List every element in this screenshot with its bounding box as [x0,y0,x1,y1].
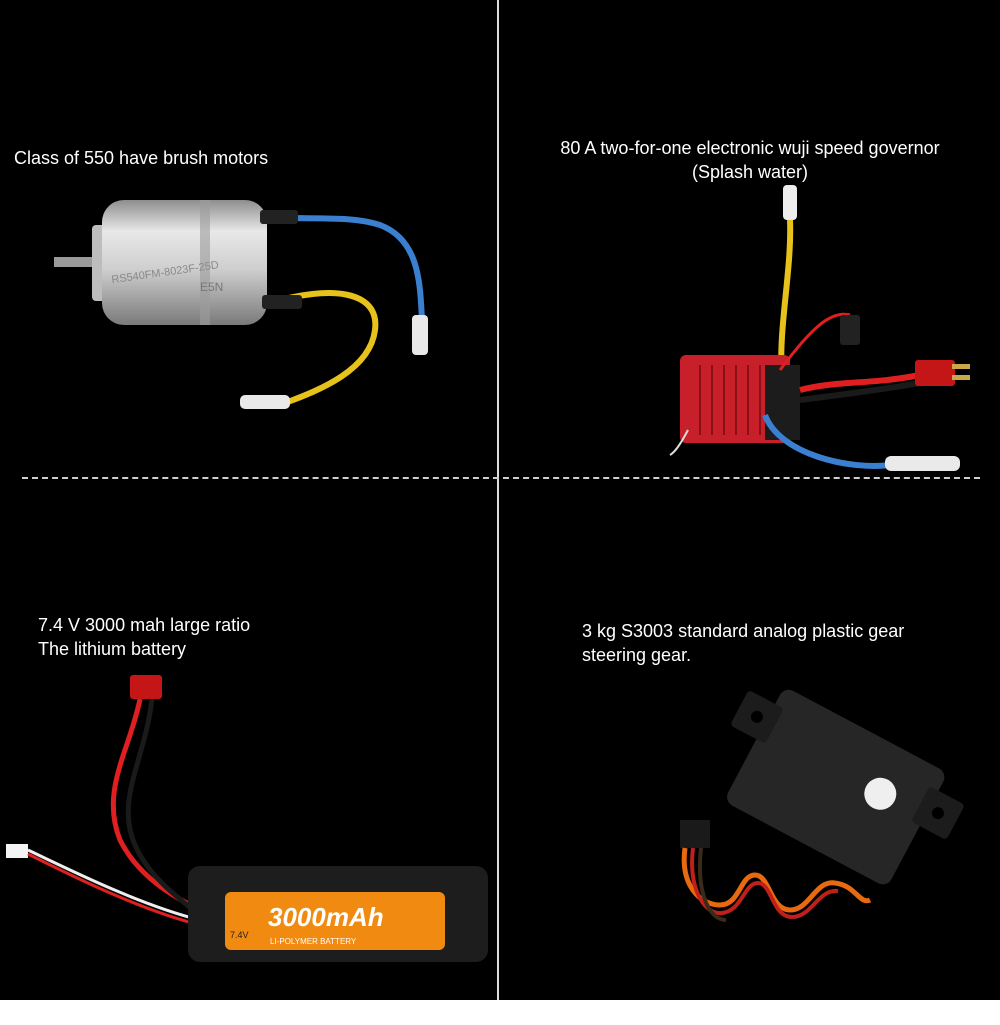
vertical-divider [497,0,499,1000]
esc-caption: 80 A two-for-one electronic wuji speed g… [520,136,980,184]
steering-servo-image [680,689,964,922]
speed-governor-image [669,185,970,471]
horizontal-divider [22,477,980,479]
page-margin [0,1000,1000,1025]
servo-caption-line1: 3 kg S3003 standard analog plastic gear [582,621,905,641]
battery-type: LI-POLYMER BATTERY [270,937,357,946]
battery-caption-line1: 7.4 V 3000 mah large ratio [38,615,251,635]
esc-caption-line1: 80 A two-for-one electronic wuji speed g… [560,138,940,158]
servo-caption-line2: steering gear. [582,645,692,665]
servo-caption: 3 kg S3003 standard analog plastic gear … [582,619,904,667]
battery-caption-line2: The lithium battery [38,639,187,659]
battery-capacity: 3000mAh [268,902,384,932]
esc-caption-line2: (Splash water) [691,162,809,182]
motor-mark: E5N [200,280,223,294]
battery-voltage: 7.4V [230,930,249,940]
motor-caption: Class of 550 have brush motors [14,146,268,170]
motor-caption-text: Class of 550 have brush motors [14,148,269,168]
brush-motor-image: RS540FM-8023F-25D E5N [54,200,428,409]
battery-caption: 7.4 V 3000 mah large ratio The lithium b… [38,613,250,661]
lithium-battery-image: 3000mAh 7.4V LI-POLYMER BATTERY [6,675,488,962]
product-board: Class of 550 have brush motors RS540FM-8… [0,0,1000,1000]
